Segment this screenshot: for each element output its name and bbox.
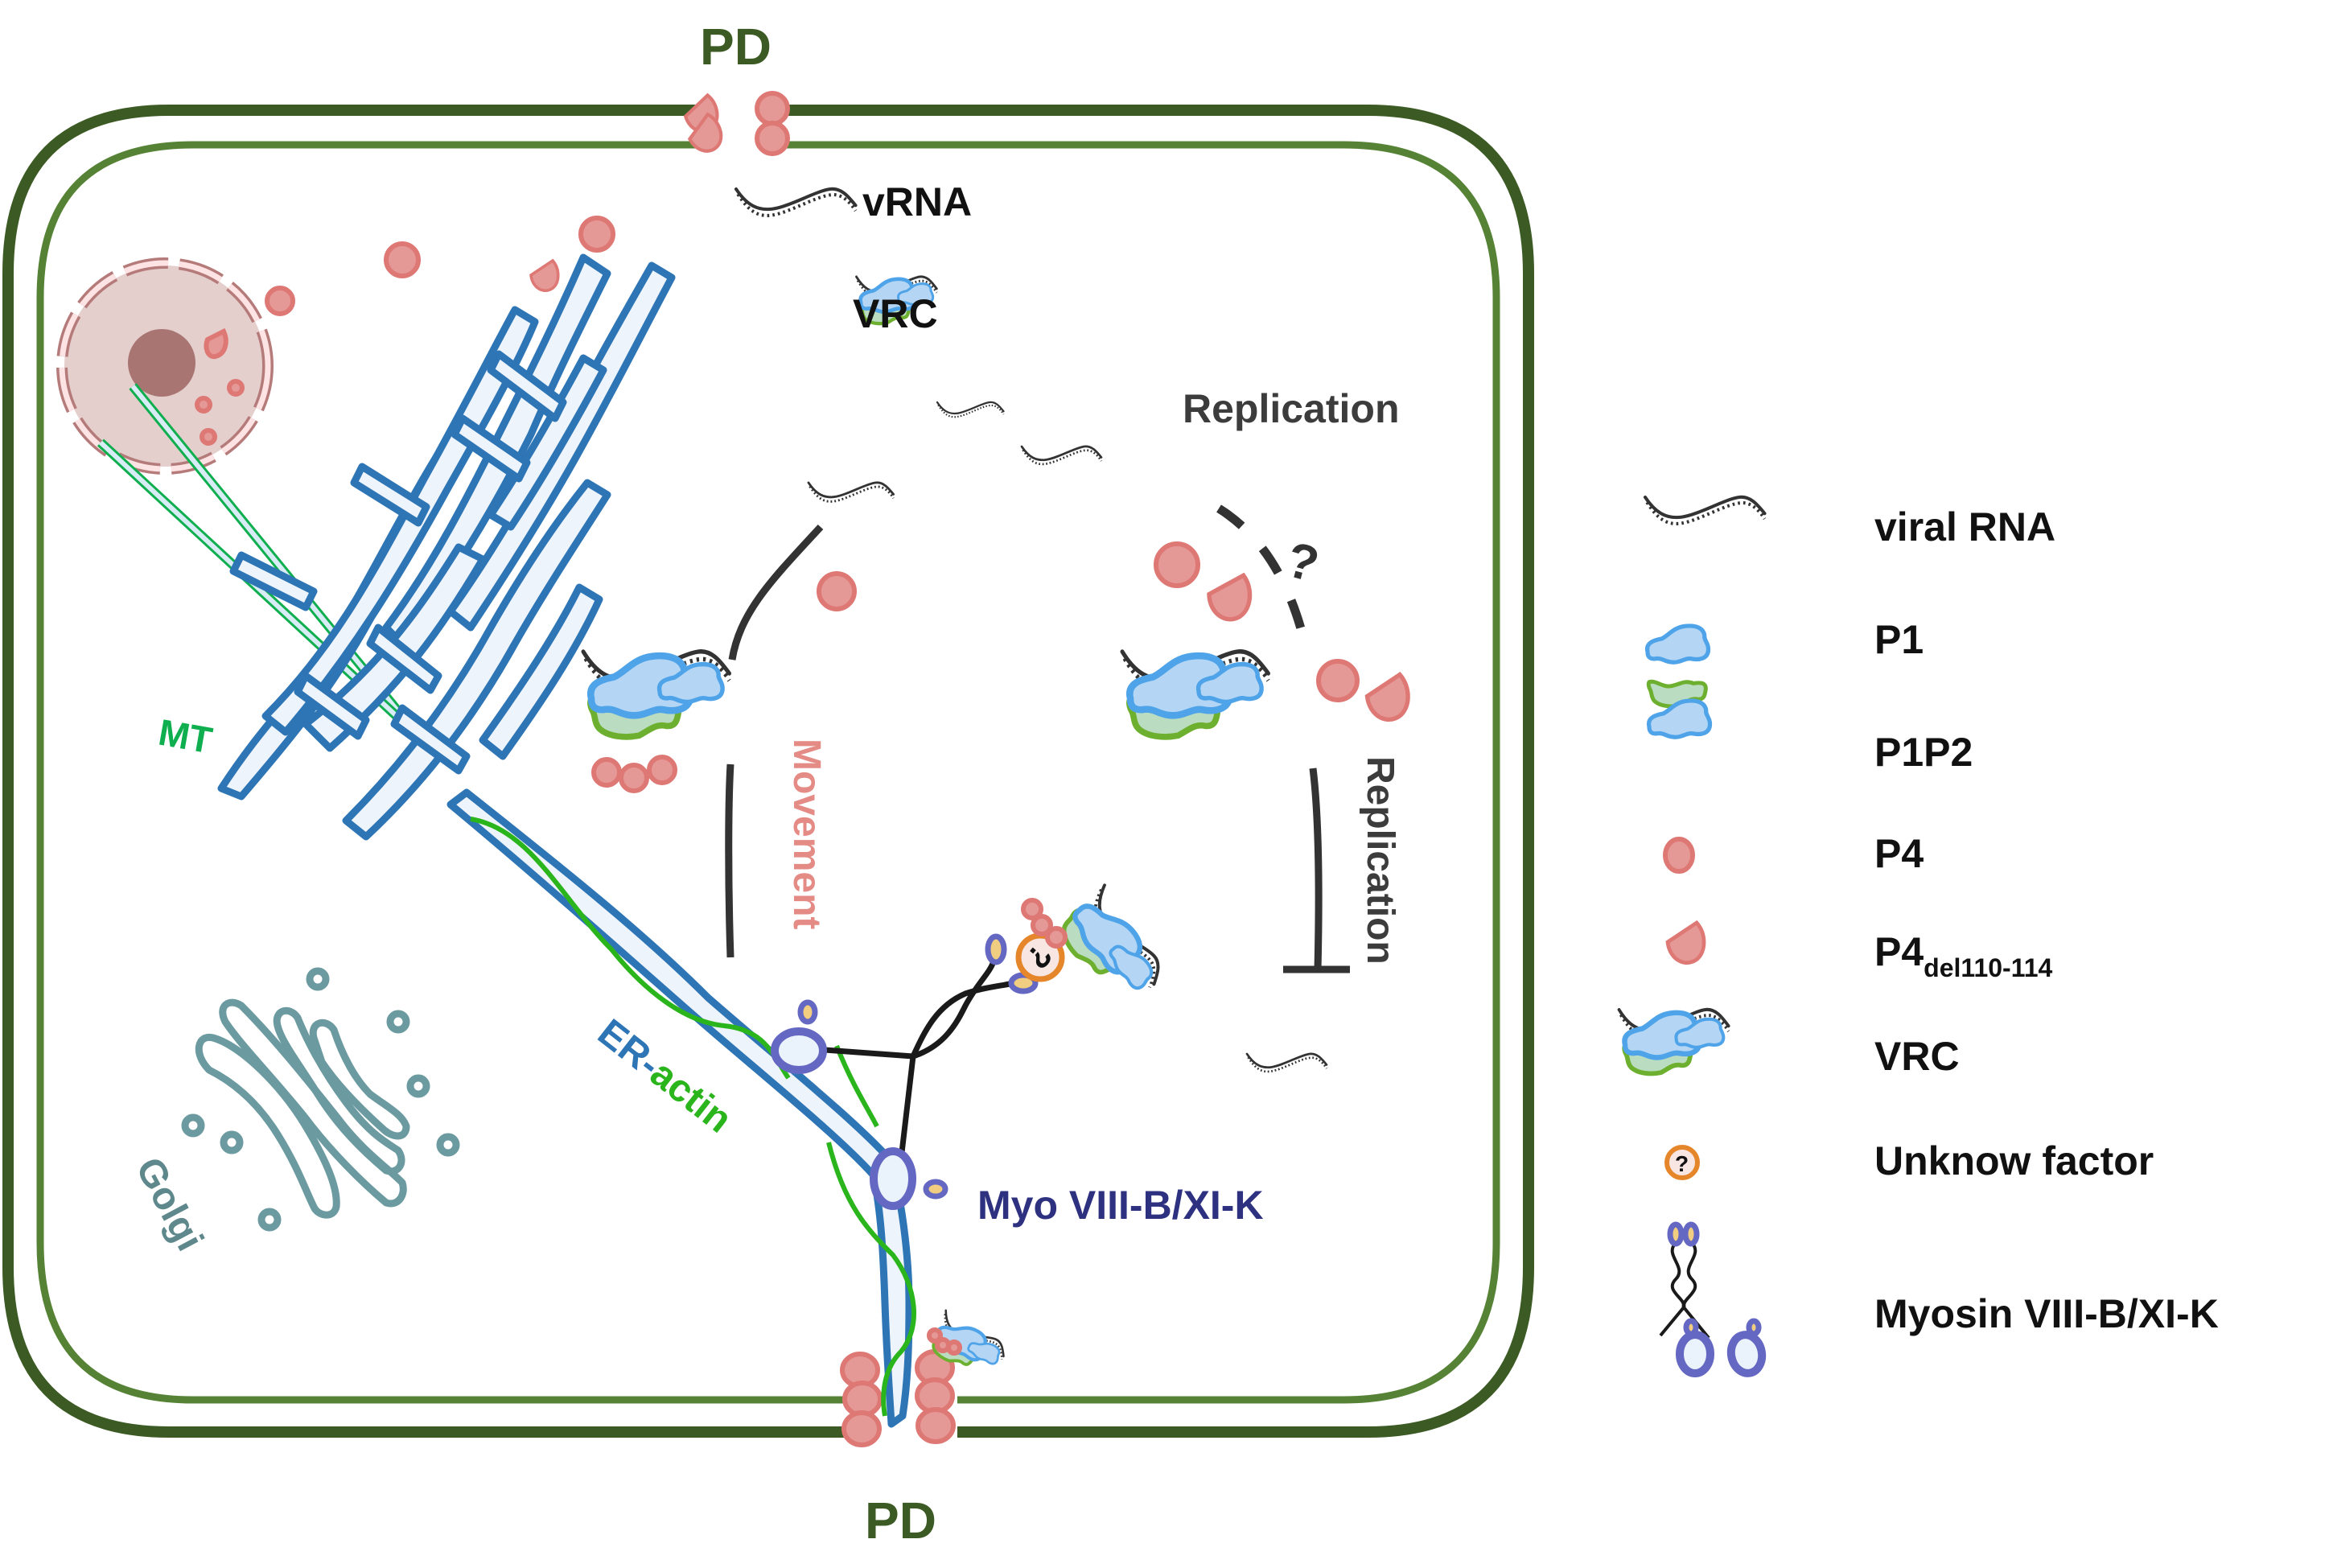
- vrc-near-pd: [924, 1311, 1009, 1384]
- legend-p4-base: P4: [1874, 929, 1924, 974]
- golgi-apparatus: [181, 967, 460, 1232]
- er-network: [217, 253, 913, 1428]
- p1p2-complex-icon: [1648, 681, 1710, 737]
- legend-item-p1: P1: [1648, 617, 1924, 662]
- actin-filaments: [470, 817, 916, 1417]
- legend: viral RNA P1 P1P2 P4 P4del110-114 VRC: [1619, 497, 2219, 1377]
- legend-item-p1p2: P1P2: [1648, 681, 1973, 775]
- replicated-rna-1: [936, 401, 1005, 418]
- mt-label: MT: [155, 711, 215, 762]
- movement-arrow-lower: [725, 763, 734, 958]
- pd-top-label: PD: [700, 18, 771, 76]
- legend-p4-subscript: del110-114: [1924, 953, 2052, 982]
- vrc-with-p4-variants: [1122, 652, 1408, 737]
- legend-label: P1P2: [1874, 730, 1973, 775]
- legend-item-viral-rna: viral RNA: [1645, 497, 2055, 549]
- p4-free-movement: [817, 571, 857, 611]
- legend-item-p4-del: P4del110-114: [1668, 923, 2053, 982]
- movement-label: Movement: [785, 739, 828, 929]
- legend-label: viral RNA: [1874, 504, 2055, 549]
- myosin-complex: [771, 933, 1039, 1210]
- p4-protein-icon: [1663, 837, 1695, 874]
- plasma-membrane: [36, 141, 1500, 1404]
- vrc-with-p4: [583, 652, 730, 793]
- p4del-free-replication: [1207, 573, 1251, 621]
- golgi-label: Golgi: [127, 1150, 211, 1257]
- vrna-label: vRNA: [862, 179, 972, 224]
- nucleus: [56, 257, 274, 475]
- p4-truncated-icon: [1668, 923, 1704, 963]
- nucleolus: [128, 329, 195, 397]
- legend-label: Unknow factor: [1874, 1138, 2154, 1183]
- myosin-label: Myo VIII-B/XI-K: [977, 1183, 1264, 1228]
- replicated-rna-2: [1020, 445, 1103, 466]
- viral-rna-icon: [1645, 497, 1765, 524]
- replication-label-side: Replication: [1359, 756, 1401, 965]
- p1-protein-icon: [1648, 626, 1709, 662]
- dashed-arc: [1216, 504, 1310, 645]
- replicated-rna-3: [807, 481, 895, 503]
- legend-label: P4: [1874, 831, 1924, 876]
- replicated-rna-4: [1245, 1052, 1328, 1073]
- legend-label: P1: [1874, 617, 1924, 662]
- unknown-factor-cargo: ?: [1015, 885, 1167, 1011]
- p4-free-replication: [1154, 541, 1200, 588]
- myosin-icon: [1659, 1221, 1767, 1377]
- pd-top-channel: [683, 91, 790, 156]
- legend-item-p4: P4: [1663, 831, 1924, 876]
- legend-label: P4del110-114: [1874, 929, 2053, 982]
- vrc-icon: [1619, 1010, 1729, 1074]
- free-p4-particles: [265, 216, 615, 316]
- pd-bottom-label: PD: [865, 1492, 936, 1549]
- legend-item-unknown-factor: ? Unknow factor: [1664, 1138, 2154, 1183]
- unknown-factor-icon-glyph: ?: [1675, 1151, 1689, 1176]
- vrc-label: VRC: [853, 291, 938, 336]
- vrna-strand: [736, 189, 856, 216]
- question-mark: ?: [1281, 532, 1324, 593]
- movement-arrow-upper: [728, 524, 824, 661]
- legend-label: Myosin VIII-B/XI-K: [1874, 1291, 2219, 1336]
- legend-label: VRC: [1874, 1034, 1960, 1079]
- legend-item-myosin: Myosin VIII-B/XI-K: [1659, 1221, 2219, 1377]
- unknown-factor-icon: [1664, 1145, 1700, 1180]
- replication-label-top: Replication: [1183, 386, 1399, 431]
- legend-item-vrc: VRC: [1619, 1010, 1960, 1079]
- cell-wall: [2, 105, 1534, 1438]
- inhibition-arrow: [1283, 768, 1350, 973]
